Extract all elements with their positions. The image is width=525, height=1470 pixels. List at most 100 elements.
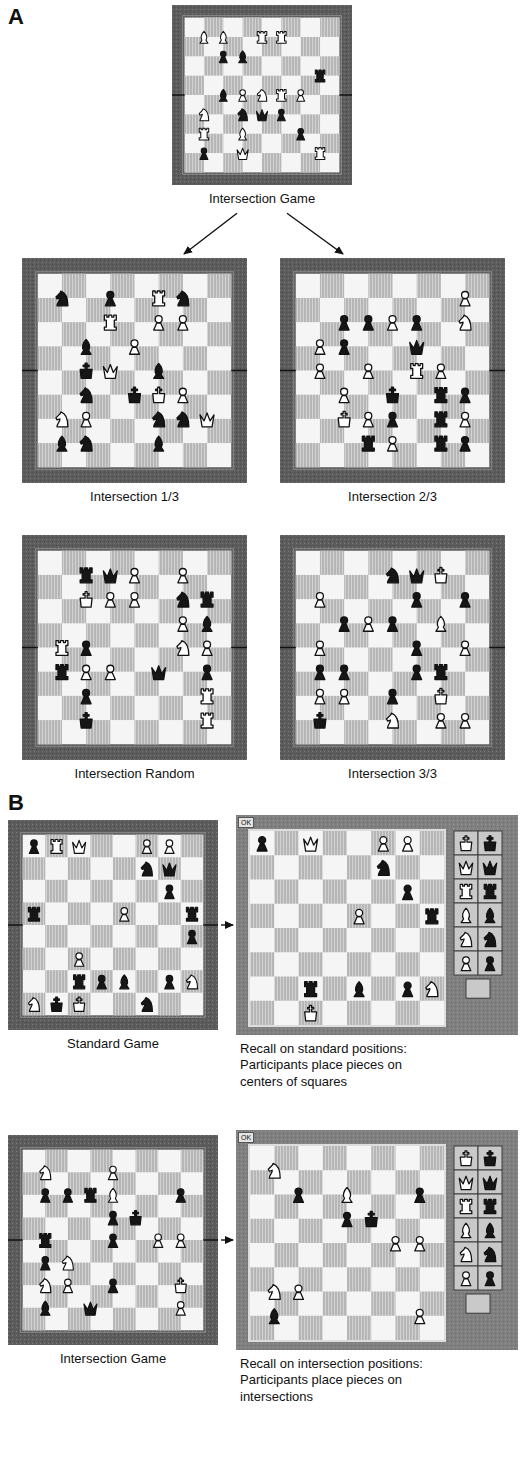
chess-piece xyxy=(460,932,472,946)
dark-square xyxy=(23,993,46,1016)
piece-outline xyxy=(56,412,68,427)
piece-outline xyxy=(391,1237,401,1251)
piece-outline xyxy=(485,1272,495,1286)
piece-outline xyxy=(485,908,495,922)
chess-board xyxy=(22,258,247,483)
dark-square xyxy=(250,1316,274,1340)
piece-outline xyxy=(178,568,188,582)
chess-piece xyxy=(315,689,325,703)
frame-tick xyxy=(280,647,296,649)
piece-outline xyxy=(178,617,188,631)
dark-square xyxy=(113,1308,136,1331)
chess-piece xyxy=(460,1199,472,1213)
chess-board xyxy=(8,1135,218,1345)
chess-piece xyxy=(339,388,349,402)
chess-piece xyxy=(460,836,472,851)
piece-outline xyxy=(108,1234,117,1247)
piece-outline xyxy=(108,1166,117,1179)
piece-outline xyxy=(305,1005,317,1020)
chess-piece xyxy=(130,593,140,607)
dark-square xyxy=(158,902,181,925)
chess-piece xyxy=(201,592,213,607)
dark-square xyxy=(207,274,231,298)
chess-piece xyxy=(202,641,212,655)
piece-outline xyxy=(202,641,212,655)
chess-piece xyxy=(141,998,152,1012)
palette-cell xyxy=(478,1266,502,1290)
piece-outline xyxy=(459,315,471,330)
piece-outline xyxy=(315,665,325,679)
arrow-connector xyxy=(221,1239,233,1240)
chess-piece xyxy=(239,51,247,63)
piece-outline xyxy=(219,89,227,101)
palette-cell xyxy=(454,927,478,951)
chess-piece xyxy=(268,1163,280,1178)
chess-piece xyxy=(81,641,91,655)
piece-outline xyxy=(460,593,470,607)
piece-outline xyxy=(103,569,117,583)
dark-square xyxy=(344,575,368,599)
chess-piece xyxy=(201,689,213,704)
frame-tick xyxy=(489,370,505,372)
frame-tick xyxy=(172,94,185,96)
chess-piece xyxy=(187,930,196,943)
dark-square xyxy=(371,831,395,855)
chess-piece xyxy=(339,617,349,631)
chess-piece xyxy=(129,387,141,402)
piece-outline xyxy=(484,1247,496,1261)
dark-square xyxy=(158,948,181,971)
dark-square xyxy=(262,153,281,172)
piece-outline xyxy=(257,31,267,43)
dark-square xyxy=(420,880,444,904)
piece-outline xyxy=(237,148,248,159)
piece-outline xyxy=(294,1188,304,1202)
piece-outline xyxy=(51,840,62,854)
dark-square xyxy=(183,443,207,467)
chess-piece xyxy=(314,713,326,728)
chess-piece xyxy=(80,388,92,403)
dark-square xyxy=(159,696,183,720)
piece-outline xyxy=(436,714,446,728)
dark-square xyxy=(396,904,420,928)
piece-outline xyxy=(269,1309,279,1324)
piece-outline xyxy=(80,592,92,607)
piece-outline xyxy=(74,997,85,1011)
piece-outline xyxy=(177,592,189,607)
piece-outline xyxy=(85,1188,96,1202)
piece-outline xyxy=(415,1188,425,1202)
piece-outline xyxy=(163,863,176,876)
chess-piece xyxy=(435,665,447,680)
chess-piece xyxy=(219,51,227,63)
chess-piece xyxy=(388,689,398,703)
dark-square xyxy=(320,95,339,114)
chess-piece xyxy=(28,907,39,921)
piece-outline xyxy=(56,665,68,680)
chess-piece xyxy=(294,1188,304,1202)
dark-square xyxy=(396,1267,420,1291)
piece-outline xyxy=(120,975,129,989)
piece-outline xyxy=(129,387,141,402)
palette-cell xyxy=(454,951,478,975)
dark-square xyxy=(185,37,204,56)
piece-outline xyxy=(403,885,413,899)
dark-square xyxy=(347,1267,371,1291)
chess-piece xyxy=(108,1279,117,1292)
piece-outline xyxy=(63,1189,72,1202)
dark-square xyxy=(371,1292,395,1316)
piece-outline xyxy=(130,568,140,582)
chess-piece xyxy=(239,128,247,140)
chess-piece xyxy=(108,1188,117,1202)
piece-outline xyxy=(178,316,188,330)
dark-square xyxy=(113,993,136,1016)
piece-outline xyxy=(435,688,447,703)
dark-square xyxy=(183,346,207,370)
dark-square xyxy=(396,1001,420,1025)
dark-square xyxy=(136,970,159,993)
chess-piece xyxy=(377,860,389,875)
chess-piece xyxy=(435,567,447,582)
piece-outline xyxy=(485,1223,495,1237)
dark-square xyxy=(420,977,444,1001)
chess-piece xyxy=(201,713,213,728)
dark-square xyxy=(299,952,323,976)
chess-piece xyxy=(108,1234,117,1247)
